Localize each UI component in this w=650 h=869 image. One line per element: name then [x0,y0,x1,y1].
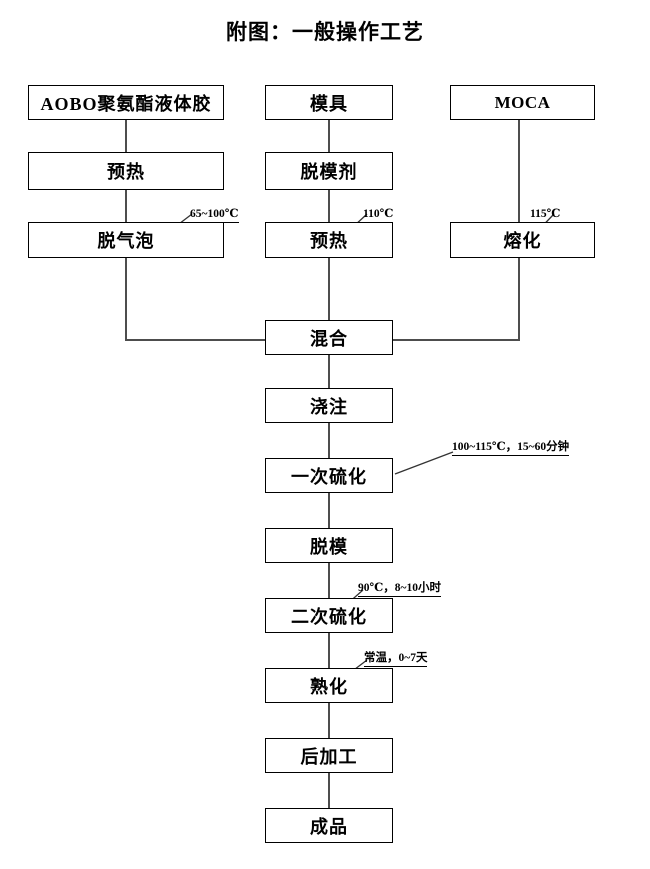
edge-melt-to-mix [392,339,520,341]
node-first-cure[interactable]: 一次硫化 [265,458,393,493]
edge-degas-down [125,258,127,341]
node-post-processing[interactable]: 后加工 [265,738,393,773]
edge-preheat2-mix [328,258,330,322]
edge-mature-post [328,703,330,738]
edge-cure2-mature [328,633,330,668]
node-mature[interactable]: 熟化 [265,668,393,703]
annotation-preheat2-temp: 110℃ [363,208,394,223]
edge-degas-to-mix [125,339,266,341]
node-mold[interactable]: 模具 [265,85,393,120]
annotation-degas-temp: 65~100℃ [190,208,239,223]
leader-line-cure1 [394,451,454,475]
node-finished-product[interactable]: 成品 [265,808,393,843]
edge-mix-pour [328,355,330,388]
node-moca[interactable]: MOCA [450,85,595,120]
edge-release-preheat2 [328,190,330,222]
node-preheat-aobo[interactable]: 预热 [28,152,224,190]
annotation-melt-temp: 115℃ [530,208,561,223]
edge-aobo-preheat1 [125,120,127,152]
node-second-cure[interactable]: 二次硫化 [265,598,393,633]
edge-melt-down [518,258,520,341]
page-title: 附图：一般操作工艺 [226,20,424,44]
annotation-cure1-condition: 100~115℃，15~60分钟 [452,441,570,456]
edge-post-product [328,773,330,808]
node-degas[interactable]: 脱气泡 [28,222,224,258]
annotation-mature-condition: 常温，0~7天 [364,652,428,667]
edge-mold-release [328,120,330,152]
node-aobo-material[interactable]: AOBO聚氨酯液体胶 [28,85,224,120]
edge-pour-cure1 [328,423,330,458]
node-melt[interactable]: 熔化 [450,222,595,258]
node-mix[interactable]: 混合 [265,320,393,355]
annotation-cure2-condition: 90℃，8~10小时 [358,582,442,597]
node-pour[interactable]: 浇注 [265,388,393,423]
edge-cure1-demold [328,493,330,528]
node-demold[interactable]: 脱模 [265,528,393,563]
edge-preheat1-degas [125,190,127,222]
edge-demold-cure2 [328,563,330,598]
edge-moca-melt [518,120,520,222]
node-preheat-mold[interactable]: 预热 [265,222,393,258]
node-release-agent[interactable]: 脱模剂 [265,152,393,190]
